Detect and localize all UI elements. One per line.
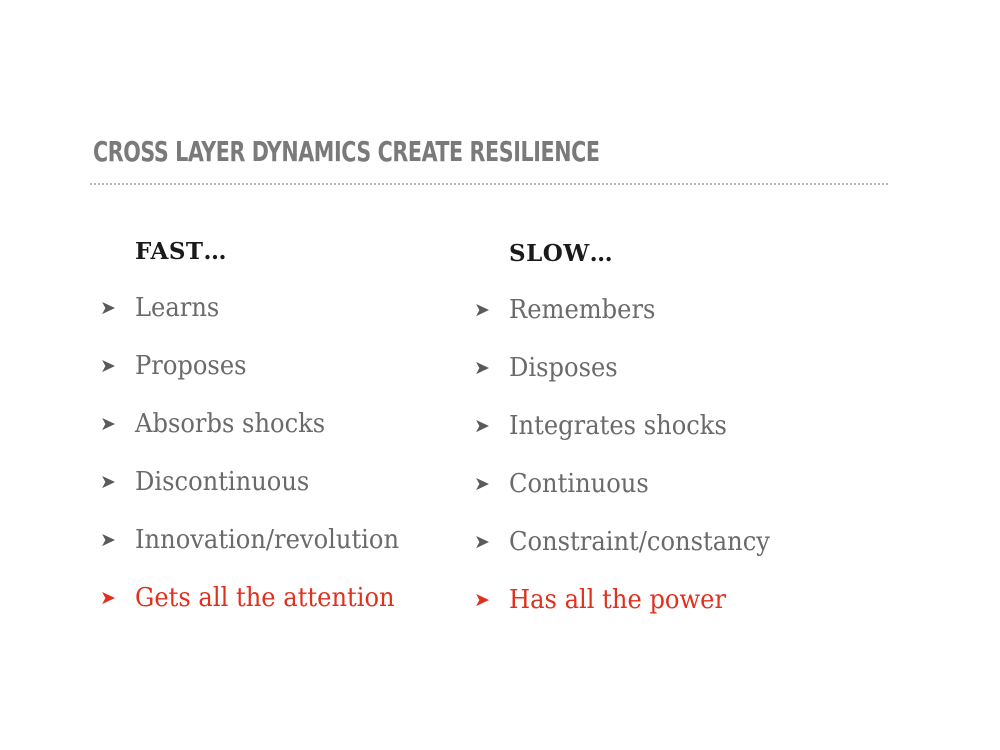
slow-bullet-item: ➤ Integrates shocks	[474, 406, 727, 464]
fast-column-header: FAST…	[135, 238, 228, 265]
fast-bullet-item: ➤ Innovation/revolution	[100, 520, 399, 578]
slow-bullet-item: ➤ Remembers	[474, 290, 655, 348]
bullet-text: Proposes	[135, 351, 247, 381]
arrow-right-icon: ➤	[100, 529, 116, 551]
arrow-right-icon: ➤	[474, 589, 490, 611]
arrow-right-icon: ➤	[100, 471, 116, 493]
arrow-right-icon: ➤	[100, 355, 116, 377]
fast-bullet-item-highlight: ➤ Gets all the attention	[100, 578, 395, 636]
fast-bullet-item: ➤ Proposes	[100, 346, 247, 404]
fast-bullet-item: ➤ Discontinuous	[100, 462, 309, 520]
bullet-text: Innovation/revolution	[135, 525, 400, 555]
slow-bullet-item: ➤ Constraint/constancy	[474, 522, 770, 580]
slow-bullet-item: ➤ Continuous	[474, 464, 649, 522]
slow-column: SLOW… ➤ Remembers ➤ Disposes ➤ Integrate…	[474, 234, 770, 638]
slow-bullet-list: ➤ Remembers ➤ Disposes ➤ Integrates shoc…	[474, 290, 770, 638]
bullet-text: Absorbs shocks	[135, 409, 326, 439]
bullet-text: Integrates shocks	[509, 411, 727, 441]
arrow-right-icon: ➤	[100, 587, 116, 609]
arrow-right-icon: ➤	[100, 413, 116, 435]
bullet-text: Learns	[135, 293, 220, 323]
bullet-text: Continuous	[509, 469, 649, 499]
fast-bullet-item: ➤ Learns	[100, 288, 219, 346]
bullet-text: Remembers	[509, 295, 656, 325]
fast-bullet-item: ➤ Absorbs shocks	[100, 404, 325, 462]
arrow-right-icon: ➤	[474, 473, 490, 495]
fast-column: FAST… ➤ Learns ➤ Proposes ➤ Absorbs shoc…	[100, 232, 399, 636]
bullet-text: Discontinuous	[135, 467, 310, 497]
arrow-right-icon: ➤	[474, 415, 490, 437]
arrow-right-icon: ➤	[474, 531, 490, 553]
slow-column-header: SLOW…	[509, 240, 614, 267]
bullet-text: Gets all the attention	[135, 583, 395, 613]
arrow-right-icon: ➤	[474, 357, 490, 379]
bullet-text: Constraint/constancy	[509, 527, 770, 557]
slow-bullet-item-highlight: ➤ Has all the power	[474, 580, 726, 638]
slide-title: CROSS LAYER DYNAMICS CREATE RESILIENCE	[93, 135, 600, 168]
fast-bullet-list: ➤ Learns ➤ Proposes ➤ Absorbs shocks ➤ D…	[100, 288, 399, 636]
arrow-right-icon: ➤	[474, 299, 490, 321]
title-divider	[90, 183, 888, 185]
arrow-right-icon: ➤	[100, 297, 116, 319]
slow-bullet-item: ➤ Disposes	[474, 348, 618, 406]
bullet-text: Disposes	[509, 353, 618, 383]
bullet-text: Has all the power	[509, 585, 727, 615]
